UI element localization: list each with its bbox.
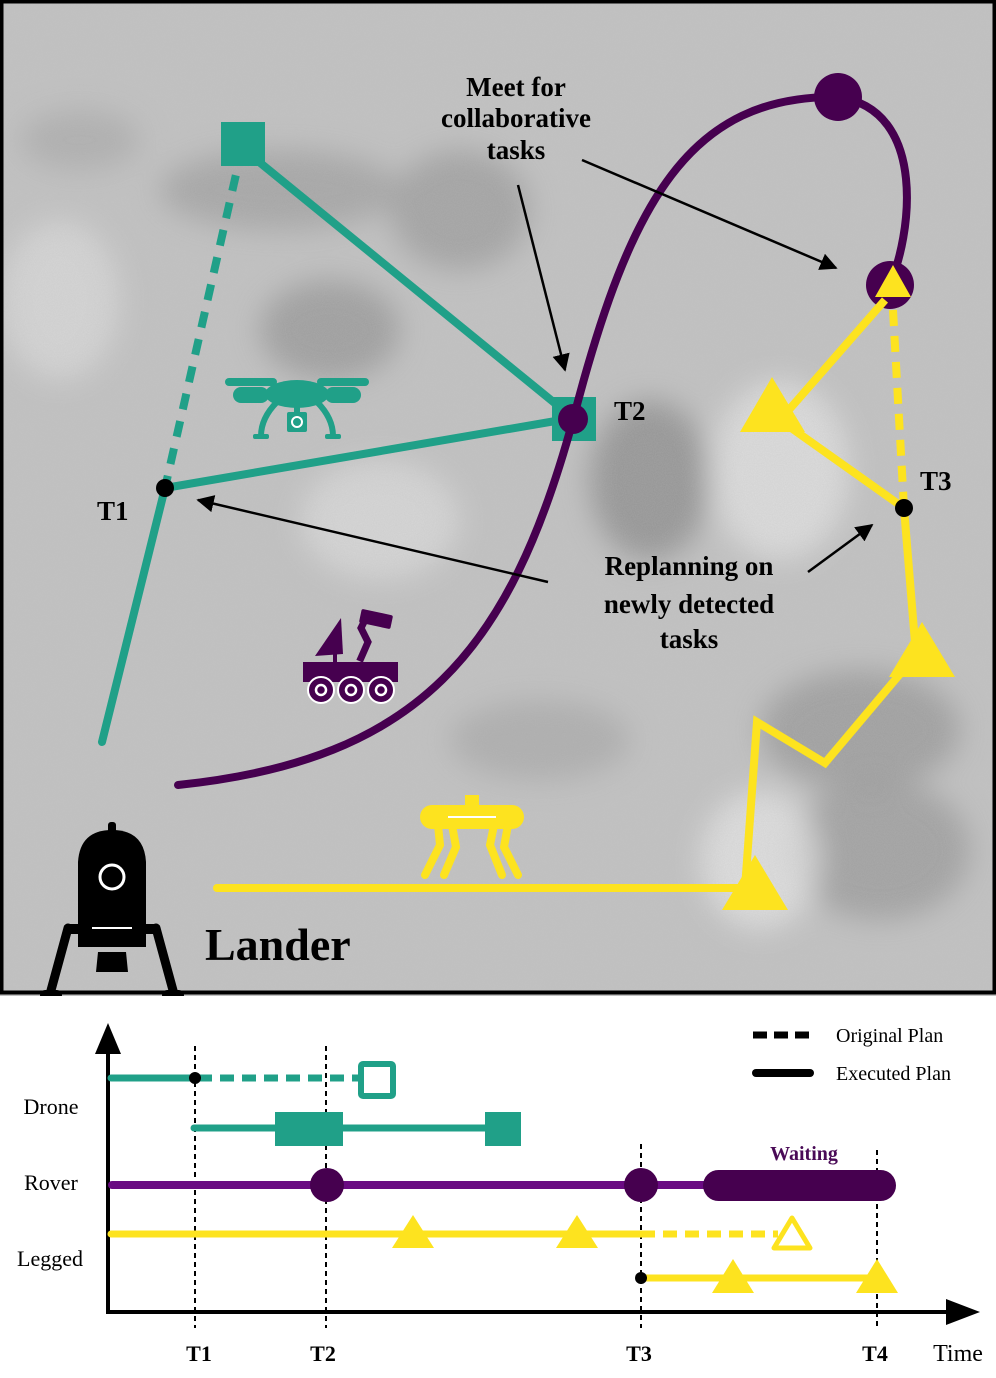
replan-annotation-line2: newly detected [604, 589, 774, 619]
row-label-rover: Rover [24, 1170, 78, 1195]
tick-label-t3: T3 [626, 1341, 652, 1366]
legged-task-marker [856, 1259, 898, 1293]
tick-label-t4: T4 [862, 1341, 888, 1366]
y-axis-arrow [95, 1023, 121, 1054]
rover-task-marker [558, 404, 588, 434]
tick-label-t2: T2 [310, 1341, 336, 1366]
legged-robot-icon [420, 795, 524, 879]
legged-original-task [771, 1215, 813, 1251]
terrain-background [0, 0, 996, 996]
map-label-t3: T3 [920, 466, 952, 496]
timeline-chart: Waiting Drone Rover Legged T1 T2 T3 T4 T… [17, 1023, 983, 1367]
drone-replan-point [189, 1072, 201, 1084]
legged-task-marker [392, 1215, 434, 1248]
legend-original-label: Original Plan [836, 1025, 943, 1047]
drone-paths [98, 122, 596, 746]
map-label-t1: T1 [97, 496, 129, 526]
row-label-legged: Legged [17, 1246, 83, 1271]
drone-task-block [485, 1112, 521, 1146]
mission-map: Meet for collaborative tasks Replanning … [0, 0, 996, 996]
row-label-drone: Drone [24, 1094, 79, 1119]
drone-icon [225, 378, 369, 439]
x-axis-arrow [946, 1299, 980, 1325]
legged-task-marker [875, 265, 911, 297]
replan-annotation-line3: tasks [660, 624, 719, 654]
legged-task-marker [740, 377, 805, 432]
legged-path-segment [213, 504, 921, 892]
meet-annotation-line1: Meet for [466, 72, 566, 102]
legged-task-marker [712, 1259, 754, 1293]
rover-path [174, 73, 914, 789]
drone-original-path [161, 147, 246, 489]
waiting-label: Waiting [770, 1143, 838, 1165]
rover-task-marker [310, 1168, 344, 1202]
x-axis-label: Time [933, 1341, 983, 1367]
legged-original-path [889, 309, 908, 509]
drone-path-segment [239, 144, 576, 422]
drone-path-segment [164, 414, 574, 492]
drone-task-marker [221, 122, 265, 166]
rover-icon [303, 609, 398, 704]
drone-original-task [358, 1061, 396, 1099]
annotation-arrows [196, 158, 874, 584]
drone-path-segment [98, 484, 169, 746]
meet-annotation-line2: collaborative [441, 103, 591, 133]
rover-task-marker [624, 1168, 658, 1202]
rover-task-marker [814, 73, 862, 121]
lander-label: Lander [205, 919, 351, 970]
drone-task-block [275, 1112, 343, 1146]
legged-task-marker [556, 1215, 598, 1248]
legged-task-marker [722, 855, 788, 910]
legend-executed-label: Executed Plan [836, 1063, 951, 1085]
map-label-t2: T2 [614, 396, 646, 426]
meet-annotation-line3: tasks [487, 135, 546, 165]
legend: Original Plan Executed Plan [752, 1025, 951, 1085]
replan-annotation-line1: Replanning on [605, 551, 774, 581]
legged-paths [213, 265, 955, 910]
legged-task-marker [889, 622, 955, 677]
replan-point-t1 [156, 479, 174, 497]
rover-waiting-bar [703, 1170, 896, 1201]
lander-icon [40, 822, 184, 996]
tick-label-t1: T1 [186, 1341, 212, 1366]
legged-replan-point [635, 1272, 647, 1284]
replan-point-t3 [895, 499, 913, 517]
